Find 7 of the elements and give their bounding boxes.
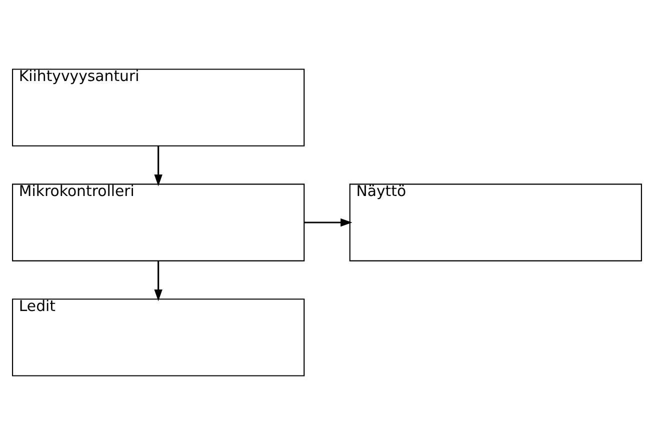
- node-box: Mikrokontrolleri: [12, 183, 305, 261]
- node-box: Kiihtyvyysanturi: [12, 68, 305, 146]
- arrow: [154, 260, 162, 301]
- node-box: Näyttö: [349, 183, 642, 261]
- arrow: [304, 218, 352, 226]
- node-box: Ledit: [12, 298, 305, 376]
- arrow: [154, 145, 162, 186]
